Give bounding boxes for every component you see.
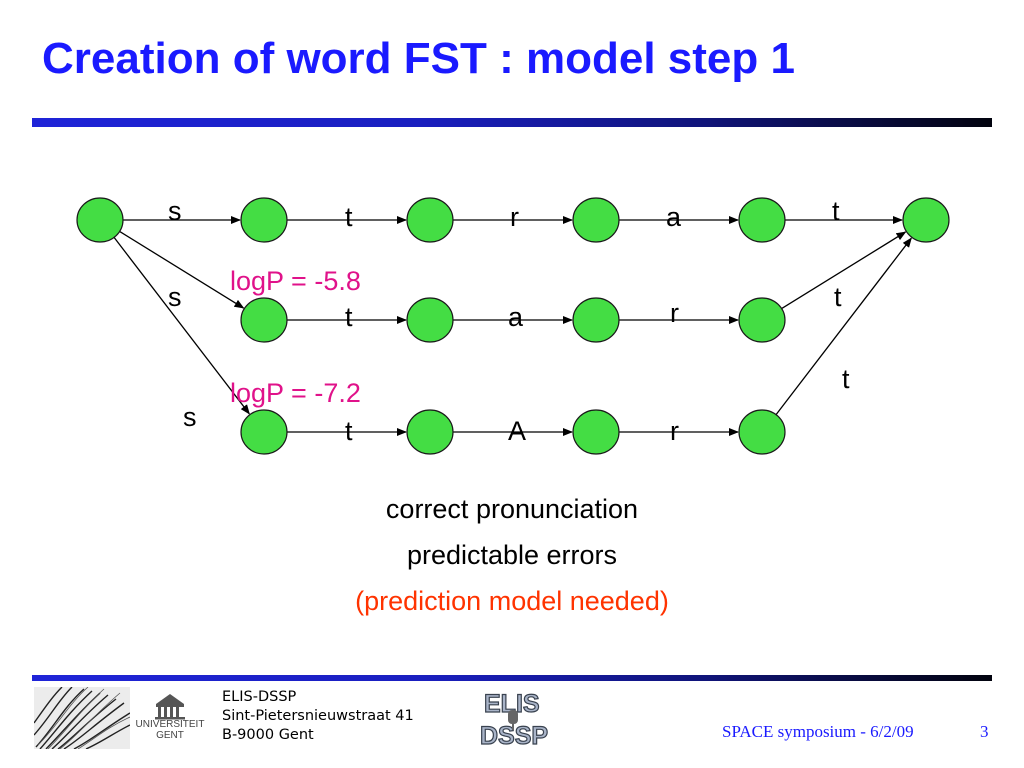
fst-node-r1-c3 xyxy=(572,197,620,243)
arc-label-r1-a4: a xyxy=(666,202,682,232)
arc-label-r3-a4: r xyxy=(670,416,679,446)
arc-label-r3-a2: t xyxy=(345,416,353,446)
fst-node-r2-c4 xyxy=(738,297,786,343)
note-correct-pronunciation: correct pronunciation xyxy=(385,494,639,524)
fst-node-r1-c1 xyxy=(240,197,288,243)
arc-label-r1-a5: t xyxy=(832,196,840,226)
address-line-3: B-9000 Gent xyxy=(222,727,314,743)
fst-node-r2-c3 xyxy=(572,297,620,343)
fst-arc-r2-a5 xyxy=(781,231,907,310)
fst-node-r1-c2 xyxy=(406,197,454,243)
fst-node-r3-c4 xyxy=(738,409,786,455)
ugent-logo-line2: GENT xyxy=(156,730,184,741)
address-line-1: ELIS-DSSP xyxy=(222,689,297,705)
fst-node-r1-c4 xyxy=(738,197,786,243)
arc-label-r2-a1: s xyxy=(168,282,182,312)
arc-label-r3-a5: t xyxy=(842,364,850,394)
fst-arc-r2-a1 xyxy=(119,230,245,309)
fst-node-r2-c1 xyxy=(240,297,288,343)
logp-annotation-row3: logP = -7.2 xyxy=(230,378,361,408)
arc-label-r1-a3: r xyxy=(510,202,519,232)
arc-label-r2-a3: a xyxy=(508,302,524,332)
footer-address: ELIS-DSSP Sint-Pietersnieuwstraat 41 B-9… xyxy=(222,688,414,745)
fst-node-r2-c2 xyxy=(406,297,454,343)
arc-label-r2-a5: t xyxy=(834,282,842,312)
footer-divider-bar xyxy=(32,675,992,681)
arc-label-r1-a1: s xyxy=(168,196,182,226)
fst-start-node xyxy=(76,197,124,243)
ugent-logo-text: UNIVERSITEIT GENT xyxy=(128,719,212,741)
elis-dssp-logo: ELIS DSSP xyxy=(479,689,548,750)
arc-label-r2-a4: r xyxy=(670,298,679,328)
slide-title: Creation of word FST : model step 1 xyxy=(42,34,795,83)
logp-annotation-row2: logP = -5.8 xyxy=(230,266,361,296)
title-divider-bar xyxy=(32,118,992,127)
photo-texture-logo xyxy=(34,687,130,749)
arc-label-r1-a2: t xyxy=(345,202,353,232)
fst-node-r3-c2 xyxy=(406,409,454,455)
page-number: 3 xyxy=(980,722,989,741)
arc-label-r2-a2: t xyxy=(345,302,353,332)
footer-event: SPACE symposium - 6/2/09 xyxy=(722,722,914,741)
university-building-icon xyxy=(155,694,185,720)
arc-label-r3-a3: A xyxy=(508,416,526,446)
fst-node-r3-c3 xyxy=(572,409,620,455)
address-line-2: Sint-Pietersnieuwstraat 41 xyxy=(222,708,414,724)
arc-label-r3-a1: s xyxy=(183,402,197,432)
dssp-logo-text: DSSP xyxy=(480,722,548,750)
ugent-logo-line1: UNIVERSITEIT xyxy=(135,719,205,730)
fst-arc-r3-a5 xyxy=(775,237,912,415)
fst-node-r3-c1 xyxy=(240,409,288,455)
note-prediction-model-needed: (prediction model needed) xyxy=(355,586,669,616)
fst-arc-r3-a1 xyxy=(113,237,250,415)
fst-end-node xyxy=(902,197,950,243)
note-predictable-errors: predictable errors xyxy=(406,540,618,570)
